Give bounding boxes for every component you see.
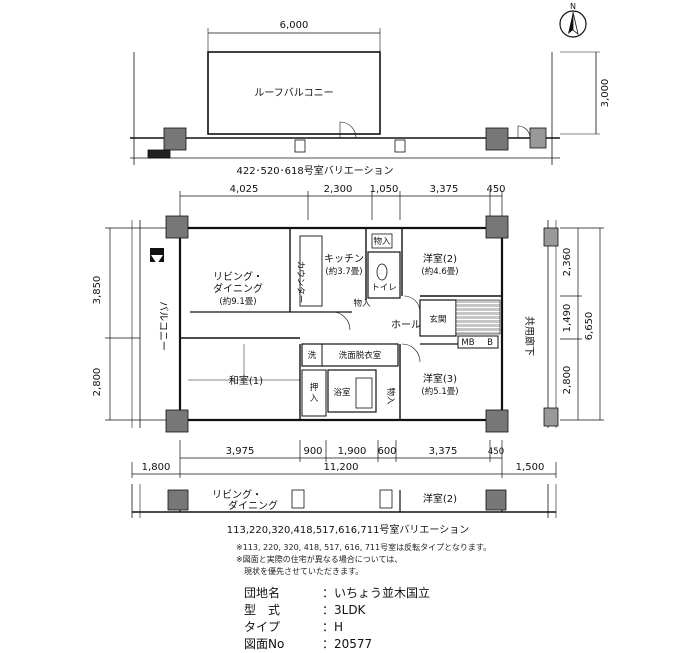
dim-bottom-6: 450 <box>488 447 504 457</box>
toilet-label: トイレ <box>371 283 397 293</box>
balcony-label: バルコニー <box>157 301 169 351</box>
corridor-label: 共用廊下 <box>523 316 536 356</box>
info-row-type: 型 式 ：3LDK <box>244 602 430 619</box>
dim-bottom-2: 900 <box>303 446 322 457</box>
washroom-label: 洗面脱衣室 <box>339 350 382 361</box>
dim-bottom-total: 11,200 <box>324 462 359 473</box>
kitchen-size-label: (約3.7畳) <box>325 266 362 277</box>
dim-left-1: 3,850 <box>92 276 103 305</box>
dim-bottom-3: 1,900 <box>338 446 367 457</box>
info-value-type: ：3LDK <box>322 603 366 617</box>
info-label-drawing: 図面No <box>244 637 285 651</box>
note-line-1: ※113, 220, 320, 418, 517, 616, 711号室は反転タ… <box>236 543 492 552</box>
storage-label-3: 物入 <box>385 387 396 405</box>
info-label-variant: タイプ <box>244 620 281 634</box>
info-row-drawing: 図面No ：20577 <box>244 636 430 653</box>
dim-right-total: 6,650 <box>584 312 595 341</box>
top-depth-dimension: 3,000 <box>600 79 611 108</box>
info-row-variant: タイプ ：H <box>244 619 430 636</box>
info-row-estate: 団地名 ：いちょう並木国立 <box>244 585 430 602</box>
dim-bottom-left: 1,800 <box>142 462 171 473</box>
dim-bottom-4: 600 <box>377 446 396 457</box>
notes-block: ※113, 220, 320, 418, 517, 616, 711号室は反転タ… <box>236 542 491 578</box>
dim-top-5: 450 <box>486 184 505 195</box>
note-line-2: ※図面と実際の住宅が異なる場合については、 <box>236 555 403 564</box>
main-plan-columns <box>165 215 559 433</box>
info-value-variant: ：H <box>322 620 344 634</box>
entrance-hatch-area <box>455 299 501 335</box>
living-label: リビング・ <box>213 270 263 283</box>
main-plan-walls <box>131 220 557 428</box>
western2-size-label: (約4.6畳) <box>421 266 458 277</box>
dining-label: ダイニング <box>213 282 263 295</box>
storage-label-1: 物入 <box>373 236 391 247</box>
oshiire-label-2: 入 <box>310 394 319 404</box>
note-line-3: 現状を優先させていただきます。 <box>236 567 364 576</box>
left-dimension-lines <box>105 227 140 421</box>
living-size-label: (約9.1畳) <box>219 296 256 307</box>
info-value-drawing: ：20577 <box>322 637 373 651</box>
balcony-drain-icon <box>150 248 164 264</box>
dim-bottom-5: 3,375 <box>429 446 458 457</box>
info-label-estate: 団地名 <box>244 586 281 600</box>
dim-bottom-right: 1,500 <box>516 462 545 473</box>
bottom-variation-columns <box>167 489 507 511</box>
info-value-estate: ：いちょう並木国立 <box>322 586 431 600</box>
b-label: B <box>487 338 493 348</box>
storage-label-2: 物入 <box>353 298 371 309</box>
info-block: 団地名 ：いちょう並木国立 型 式 ：3LDK タイプ ：H 図面No ：20577 <box>244 585 430 653</box>
top-width-dimension: 6,000 <box>280 20 309 31</box>
top-variation-caption: 422･520･618号室バリエーション <box>236 164 393 177</box>
western3-label: 洋室(3) <box>423 372 457 385</box>
roof-balcony-label: ルーフバルコニー <box>254 87 333 99</box>
top-dimension-lines <box>179 191 503 220</box>
top-variation-plan <box>130 28 600 165</box>
bathroom-label: 浴室 <box>333 387 351 398</box>
dim-right-1: 2,360 <box>562 248 573 277</box>
western2-label: 洋室(2) <box>423 252 457 265</box>
dim-right-2: 1,490 <box>562 304 573 333</box>
bottom-dimension-lines <box>131 440 557 478</box>
dim-top-3: 1,050 <box>370 184 399 195</box>
bottom-variation-caption: 113,220,320,418,517,616,711号室バリエーション <box>227 523 469 536</box>
japanese-room-label: 和室(1) <box>229 374 263 387</box>
entrance-label: 玄関 <box>429 314 446 325</box>
hall-label: ホール <box>391 319 421 331</box>
western3-size-label: (約5.1畳) <box>421 386 458 397</box>
bottom-living-dining-label: リビング・ダイニング <box>212 488 278 512</box>
counter-label: カウンター <box>295 261 305 304</box>
wash-label: 洗 <box>308 350 317 361</box>
dim-right-3: 2,800 <box>562 366 573 395</box>
dim-top-2: 2,300 <box>324 184 353 195</box>
north-compass-icon: N <box>559 2 587 38</box>
dim-bottom-1: 3,975 <box>226 446 255 457</box>
dim-top-1: 4,025 <box>230 184 259 195</box>
mb-label: MB <box>461 338 474 348</box>
dim-top-4: 3,375 <box>430 184 459 195</box>
kitchen-label: キッチン <box>324 253 364 265</box>
bottom-western2-label: 洋室(2) <box>423 492 457 505</box>
right-dimension-lines <box>560 227 604 421</box>
compass-north-label: N <box>570 2 576 11</box>
info-label-type: 型 式 <box>244 603 281 617</box>
top-variation-columns <box>147 127 547 159</box>
dim-left-2: 2,800 <box>92 368 103 397</box>
oshiire-label-1: 押 <box>310 382 319 393</box>
